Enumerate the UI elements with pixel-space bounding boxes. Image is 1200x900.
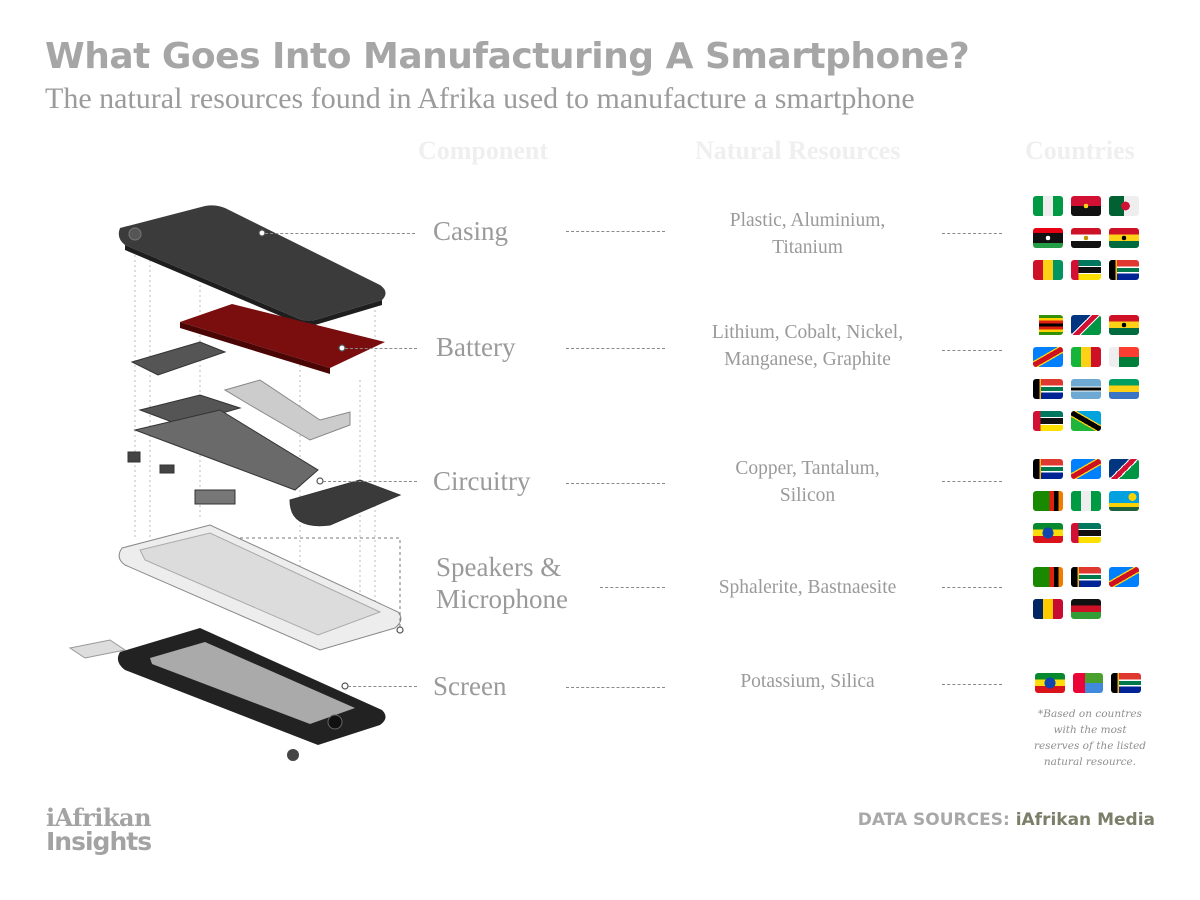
connector-line [566, 348, 665, 349]
sources-label: DATA SOURCES: [857, 810, 1010, 830]
resources-text: Plastic, Aluminium, [729, 210, 886, 231]
chad-flag-icon [1033, 599, 1063, 619]
resources-text: Manganese, Graphite [724, 349, 891, 370]
south-africa-flag-icon [1111, 673, 1141, 693]
footnote: *Based on countres with the most reserve… [1033, 708, 1147, 768]
country-flags-battery [1033, 315, 1153, 431]
zimbabwe-flag-icon [1033, 315, 1063, 335]
resources-battery: Lithium, Cobalt, Nickel, Manganese, Graph… [675, 319, 940, 373]
connector-line [942, 350, 1002, 351]
resources-circuitry: Copper, Tantalum, Silicon [675, 455, 940, 509]
connector-line [942, 684, 1002, 685]
connector-line [566, 687, 665, 688]
drc-flag-icon [1033, 347, 1063, 367]
drc-flag-icon [1071, 459, 1101, 479]
resources-text: Lithium, Cobalt, Nickel, [711, 322, 904, 343]
leader-line-screen [348, 686, 417, 687]
connector-line [942, 587, 1002, 588]
botswana-flag-icon [1071, 379, 1101, 399]
component-text: Speakers & [436, 552, 562, 582]
logo-line1: iAfrikan [46, 803, 152, 832]
namibia-flag-icon [1109, 459, 1139, 479]
column-header-countries: Countries [1025, 136, 1135, 165]
algeria-flag-icon [1109, 196, 1139, 216]
resources-text: Silicon [779, 485, 836, 506]
ghana-flag-icon [1109, 228, 1139, 248]
country-flags-speakers [1033, 567, 1153, 619]
south-africa-flag-icon [1109, 260, 1139, 280]
angola-flag-icon [1071, 196, 1101, 216]
brand-logo: iAfrikan Insights [46, 803, 152, 856]
page-title: What Goes Into Manufacturing A Smartphon… [45, 36, 970, 77]
resources-screen: Potassium, Silica [675, 668, 940, 695]
logo-line2: Insights [46, 827, 152, 856]
tanzania-flag-icon [1071, 411, 1101, 431]
screen-part [68, 628, 386, 761]
connector-line [566, 483, 665, 484]
country-flags-casing [1033, 196, 1153, 280]
resources-text: Copper, Tantalum, [735, 458, 880, 479]
nigeria-flag-icon [1071, 491, 1101, 511]
egypt-flag-icon [1071, 228, 1101, 248]
leader-line-casing [265, 233, 415, 234]
page-subtitle: The natural resources found in Afrika us… [45, 82, 915, 115]
connector-line [942, 233, 1002, 234]
nigeria-flag-icon [1033, 196, 1063, 216]
frame-part [118, 524, 402, 651]
casing-part [118, 205, 386, 326]
zambia-flag-icon [1033, 567, 1063, 587]
component-label-battery: Battery [436, 332, 516, 362]
south-africa-flag-icon [1071, 567, 1101, 587]
resources-text: Titanium [772, 237, 843, 258]
resources-text: Potassium, Silica [740, 671, 875, 692]
mozambique-flag-icon [1033, 411, 1063, 431]
ethiopia-flag-icon [1035, 673, 1065, 693]
column-header-resources: Natural Resources [695, 136, 901, 165]
resources-text: Sphalerite, Bastnaesite [718, 577, 897, 598]
component-label-screen: Screen [433, 671, 507, 701]
leader-line-battery [345, 348, 417, 349]
component-label-circuitry: Circuitry [433, 466, 531, 496]
component-label-casing: Casing [433, 216, 509, 246]
leader-line-circuitry [323, 481, 417, 482]
sources-name: iAfrikan Media [1015, 810, 1155, 830]
mali-flag-icon [1071, 347, 1101, 367]
mozambique-flag-icon [1071, 523, 1101, 543]
eritrea-flag-icon [1073, 673, 1103, 693]
ethiopia-flag-icon [1033, 523, 1063, 543]
mozambique-flag-icon [1071, 260, 1101, 280]
zambia-flag-icon [1033, 491, 1063, 511]
component-text: Microphone [436, 584, 568, 614]
drc-flag-icon [1109, 567, 1139, 587]
namibia-flag-icon [1071, 315, 1101, 335]
connector-line [600, 587, 665, 588]
resources-casing: Plastic, Aluminium, Titanium [675, 207, 940, 261]
south-africa-flag-icon [1033, 459, 1063, 479]
connector-line [942, 481, 1002, 482]
rwanda-flag-icon [1109, 491, 1139, 511]
gabon-flag-icon [1109, 379, 1139, 399]
country-flags-circuitry [1033, 459, 1153, 543]
connector-line [566, 231, 665, 232]
ghana-flag-icon [1109, 315, 1139, 335]
data-sources: DATA SOURCES: iAfrikan Media [858, 810, 1155, 830]
resources-speakers: Sphalerite, Bastnaesite [675, 574, 940, 601]
column-header-component: Component [418, 136, 549, 165]
guinea-flag-icon [1033, 260, 1063, 280]
component-label-speakers: Speakers &Microphone [436, 551, 568, 615]
circuitry-parts [127, 341, 402, 527]
battery-part [180, 304, 385, 374]
malawi-flag-icon [1071, 599, 1101, 619]
libya-flag-icon [1033, 228, 1063, 248]
south-africa-flag-icon [1033, 379, 1063, 399]
country-flags-screen [1035, 673, 1155, 693]
madagascar-flag-icon [1109, 347, 1139, 367]
